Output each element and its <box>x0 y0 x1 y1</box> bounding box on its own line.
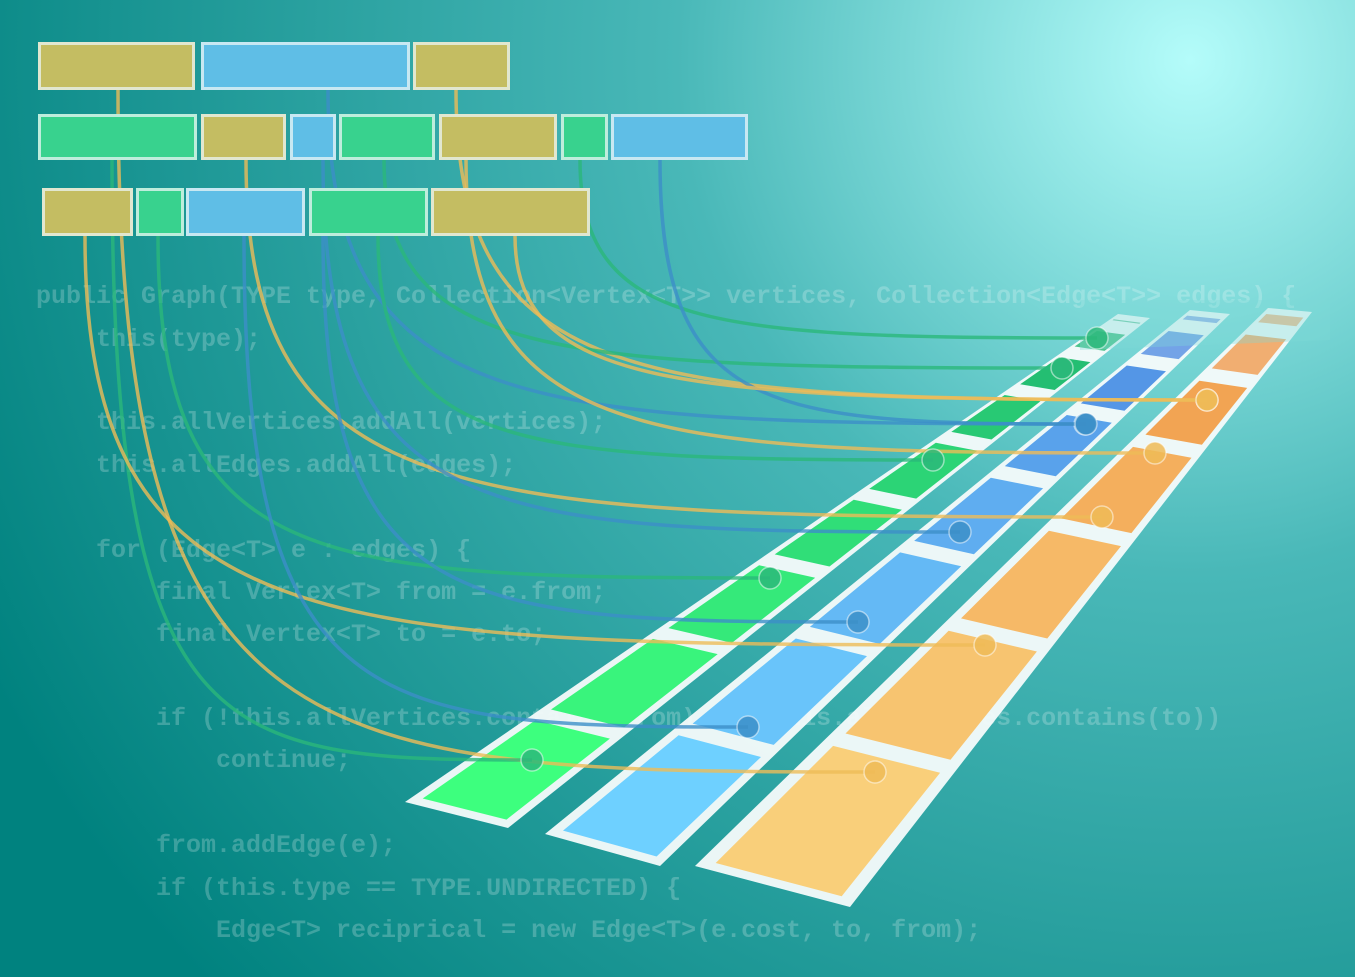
connector-orange <box>464 159 1156 455</box>
lane-cell <box>869 442 978 499</box>
lane-cell <box>1182 315 1221 324</box>
lane-cell <box>951 395 1041 440</box>
connector-endpoint <box>758 566 782 590</box>
connector-blue <box>242 235 749 729</box>
code-line: Edge<T> reciprical = new Edge<T>(e.cost,… <box>36 916 982 945</box>
connector-orange <box>116 89 876 774</box>
connector-endpoint <box>1085 326 1109 350</box>
lane-cell <box>1258 314 1304 327</box>
connector-endpoint <box>520 748 544 772</box>
token-block-blue <box>201 42 410 90</box>
connector-endpoint <box>736 715 760 739</box>
token-block-olive <box>38 42 195 90</box>
token-block-green <box>38 114 197 160</box>
connector-orange <box>513 235 1208 402</box>
connector-endpoint <box>1090 505 1114 529</box>
token-block-olive <box>431 188 590 236</box>
connector-endpoint <box>973 633 997 657</box>
lanes <box>405 300 1330 907</box>
token-block-blue <box>186 188 305 236</box>
connector-green <box>578 159 1098 340</box>
connector-curves <box>83 89 1219 784</box>
connector-endpoint <box>863 760 887 784</box>
code-line: continue; <box>36 746 352 775</box>
connector-endpoint <box>1195 388 1219 412</box>
connector-endpoint <box>921 448 945 472</box>
lane-fade <box>1080 300 1330 350</box>
connector-green <box>110 159 533 762</box>
code-line: this(type); <box>36 325 262 354</box>
connector-orange <box>83 235 986 647</box>
lane-cell <box>1145 380 1248 445</box>
token-block-green <box>339 114 435 160</box>
lane-cell <box>563 735 761 857</box>
connector-endpoint <box>1074 412 1098 436</box>
token-block-green <box>561 114 608 160</box>
connector-green <box>376 235 934 462</box>
connector-blue <box>321 159 961 534</box>
connector-orange <box>244 159 1103 519</box>
lane-cell <box>845 630 1037 760</box>
token-block-olive <box>439 114 557 160</box>
connector-blue <box>321 235 859 624</box>
lane-cell <box>1211 334 1287 375</box>
token-block-blue <box>611 114 748 160</box>
code-line: if (this.type == TYPE.UNDIRECTED) { <box>36 874 682 903</box>
connector-green <box>156 235 771 580</box>
token-block-olive <box>42 188 133 236</box>
token-block-olive <box>201 114 286 160</box>
token-block-green <box>309 188 428 236</box>
lane-cell <box>422 720 610 820</box>
token-block-blue <box>290 114 336 160</box>
lane-cell <box>715 745 941 897</box>
lane-cell <box>1140 331 1204 360</box>
connector-endpoint <box>948 520 972 544</box>
lane-cell <box>1112 319 1141 324</box>
lane-cell <box>961 530 1121 639</box>
token-block-green <box>136 188 184 236</box>
code-line: from.addEdge(e); <box>36 831 397 860</box>
connector-endpoint <box>1143 441 1167 465</box>
lane-cell <box>692 638 867 745</box>
lane-cell <box>551 638 718 728</box>
code-line: public Graph(TYPE type, Collection<Verte… <box>36 282 1297 311</box>
connector-endpoint <box>1050 356 1074 380</box>
token-block-olive <box>413 42 510 90</box>
connector-endpoint <box>846 610 870 634</box>
